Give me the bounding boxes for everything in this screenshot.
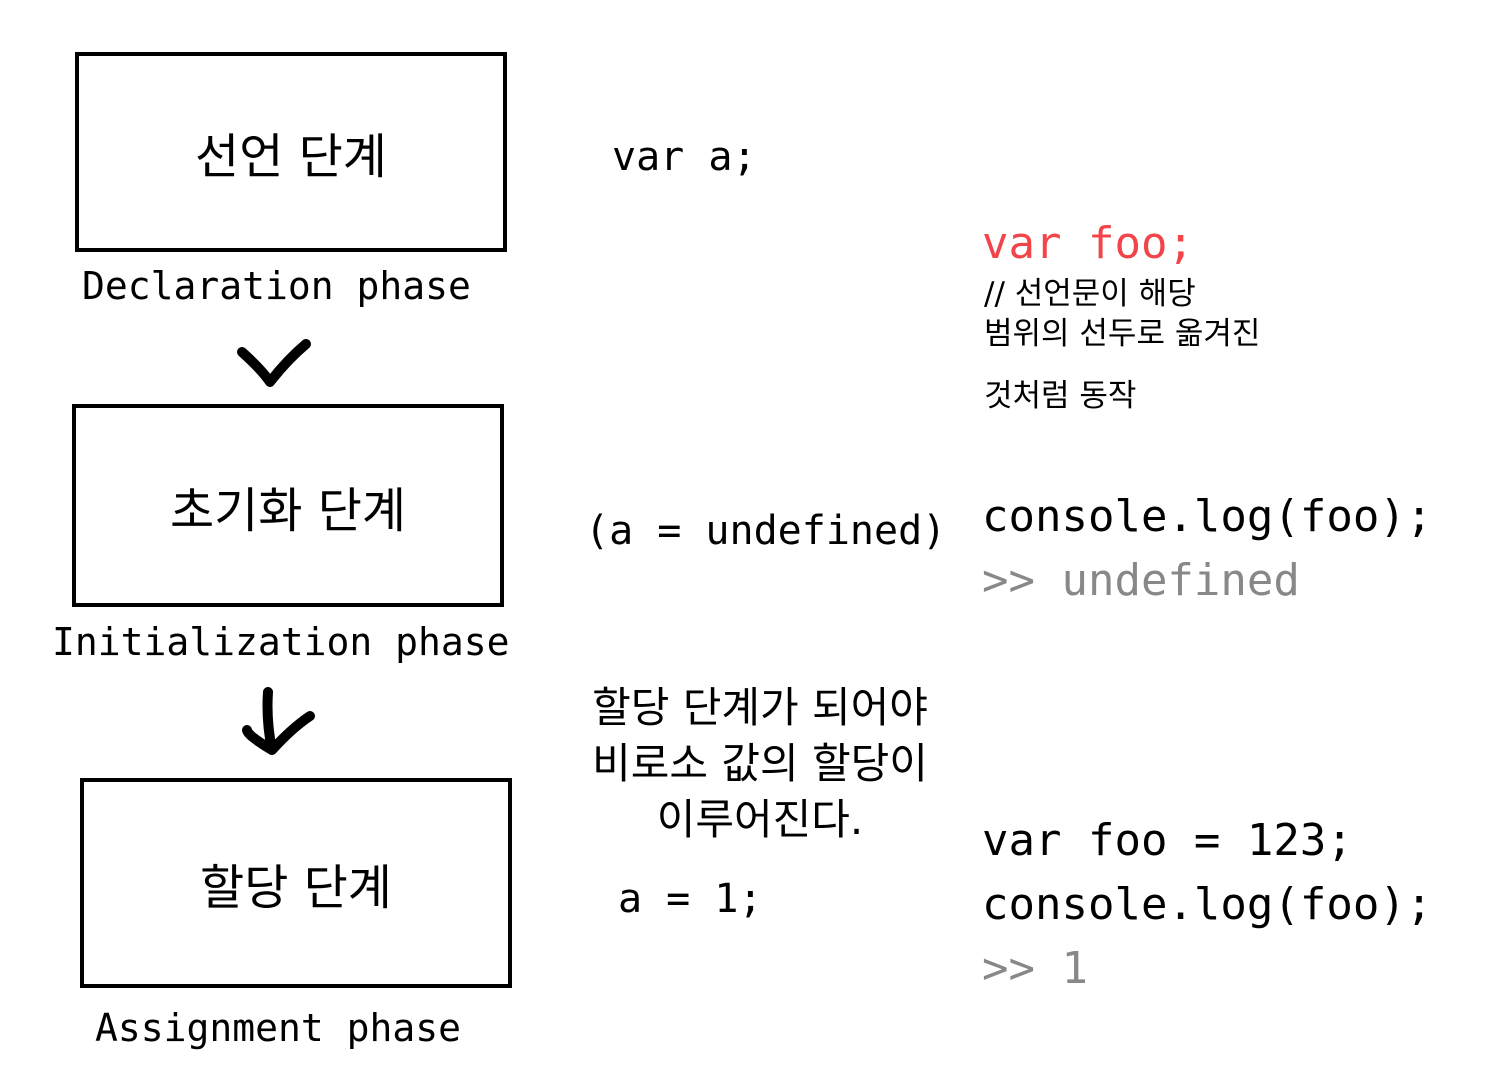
assignment-note-line-2: 비로소 값의 할당이 (592, 739, 928, 788)
declaration-phase-box: 선언 단계 (75, 52, 507, 252)
assignment-note: 할당 단계가 되어야 비로소 값의 할당이 이루어진다. (548, 680, 972, 848)
down-arrow-1-icon (237, 339, 311, 387)
initialization-phase-title: 초기화 단계 (169, 482, 407, 539)
assignment-note-line-3: 이루어진다. (656, 795, 864, 844)
declaration-phase-title: 선언 단계 (195, 129, 387, 185)
hoisting-comment-line-1: // 선언문이 해당 (984, 276, 1196, 312)
example2-output: >> 1 (982, 943, 1088, 994)
initialization-phase-box: 초기화 단계 (72, 404, 504, 607)
hoisting-comment-line-3: 것처럼 동작 (984, 378, 1137, 414)
initialization-code: (a = undefined) (585, 508, 947, 554)
example2-log-code: console.log(foo); (982, 879, 1433, 930)
assignment-code: a = 1; (618, 876, 763, 922)
example1-output: >> undefined (982, 555, 1300, 606)
example1-log-code: console.log(foo); (982, 491, 1433, 542)
declaration-phase-label: Declaration phase (82, 264, 471, 308)
declaration-code: var a; (612, 134, 757, 180)
example2-assign-code: var foo = 123; (982, 815, 1353, 866)
assignment-phase-box: 할당 단계 (80, 778, 512, 988)
hoisted-declaration-code: var foo; (982, 218, 1194, 269)
assignment-phase-label: Assignment phase (95, 1006, 462, 1050)
initialization-phase-label: Initialization phase (52, 620, 510, 664)
hoisting-comment: // 선언문이 해당 범위의 선두로 옮겨진 것처럼 동작 (984, 274, 1260, 416)
hoisting-comment-line-2: 범위의 선두로 옮겨진 (984, 316, 1261, 352)
assignment-note-line-1: 할당 단계가 되어야 (592, 683, 928, 732)
down-arrow-2-icon (242, 687, 315, 755)
assignment-phase-title: 할당 단계 (200, 860, 392, 916)
